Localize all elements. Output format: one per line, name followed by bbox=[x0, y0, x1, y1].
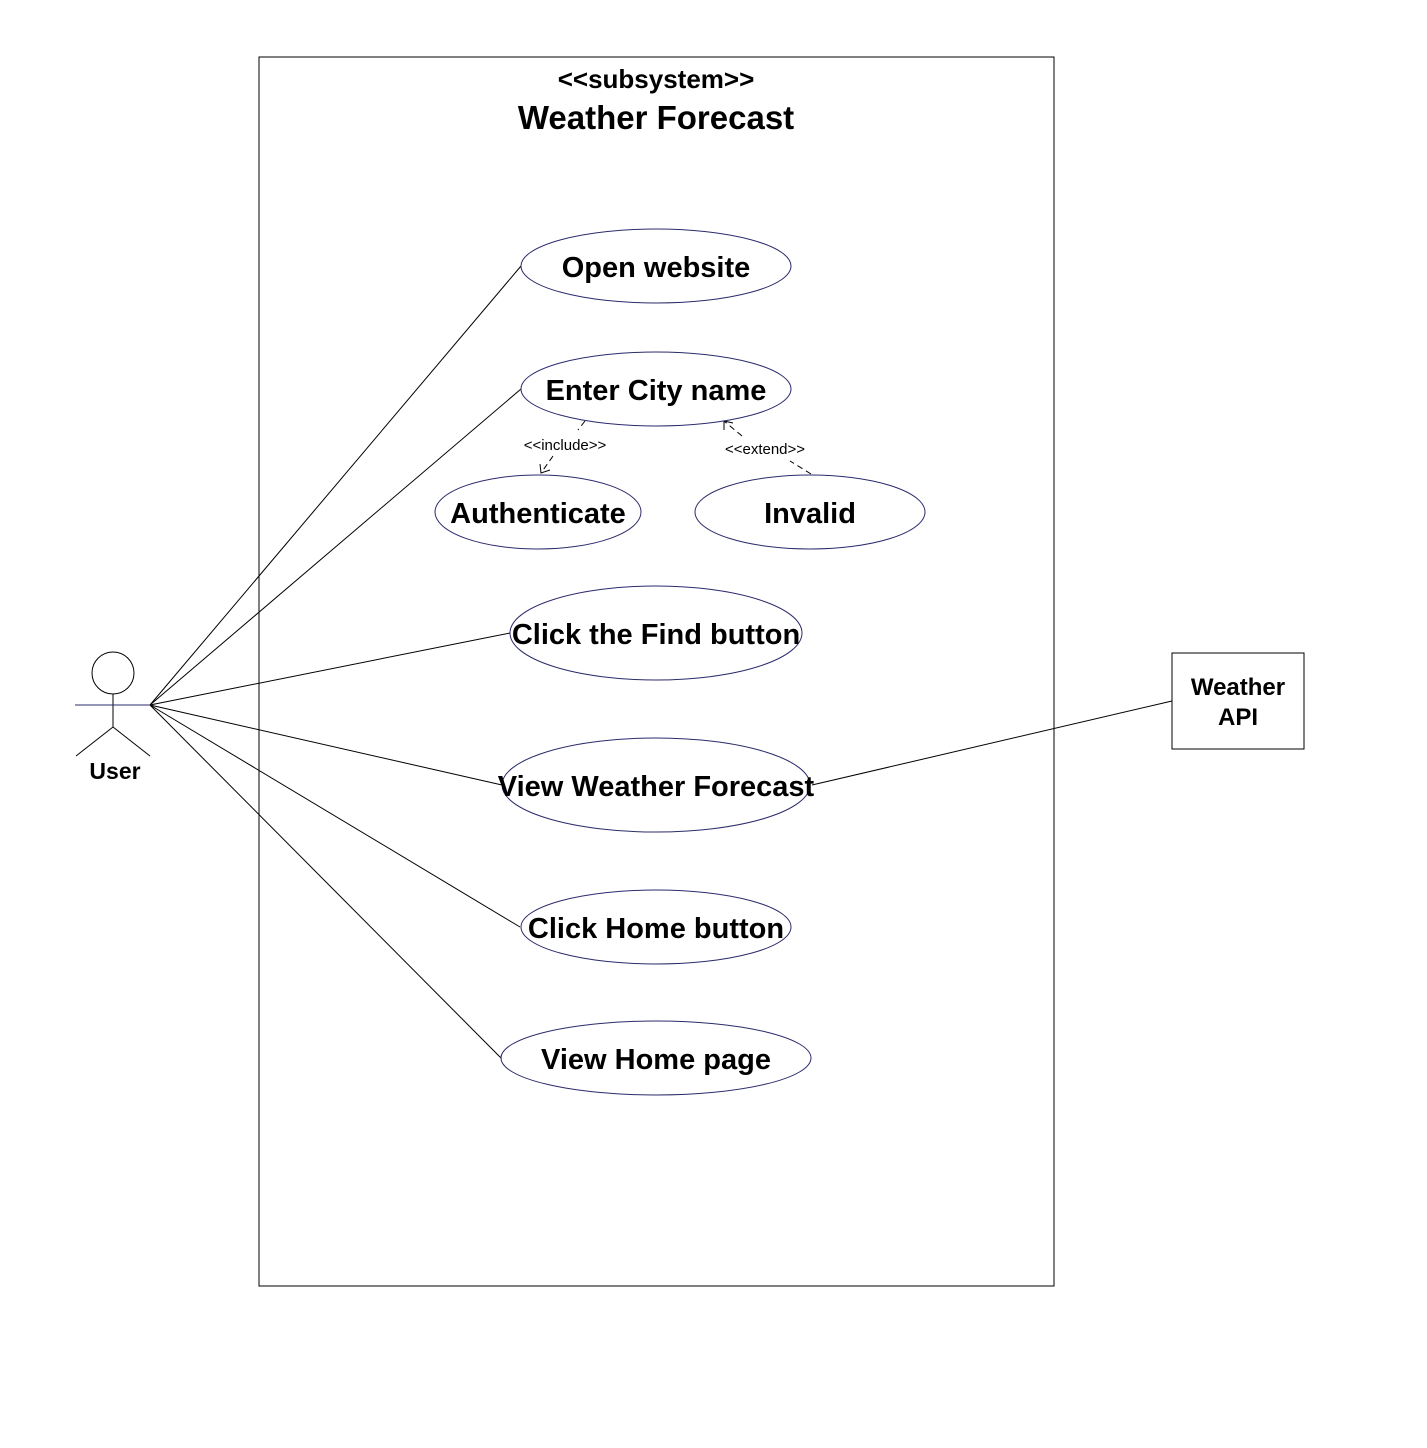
use-case-view-weather-forecast-label: View Weather Forecast bbox=[498, 771, 815, 803]
use-case-authenticate-label: Authenticate bbox=[450, 498, 626, 530]
use-case-invalid-label: Invalid bbox=[764, 498, 856, 530]
use-case-authenticate: Authenticate bbox=[434, 474, 642, 550]
subsystem-title: Weather Forecast bbox=[518, 99, 794, 136]
weather-api-actor bbox=[1171, 652, 1305, 750]
use-case-click-find-button: Click the Find button bbox=[509, 585, 803, 681]
user-actor-head bbox=[91, 651, 135, 695]
association-view-home bbox=[149, 704, 502, 1059]
use-case-open-website-label: Open website bbox=[562, 252, 751, 284]
use-case-click-home-button-label: Click Home button bbox=[528, 913, 784, 945]
use-case-enter-city-name: Enter City name bbox=[520, 351, 792, 427]
use-case-click-find-button-label: Click the Find button bbox=[512, 619, 800, 651]
association-click-home bbox=[149, 704, 521, 928]
include-arrowhead bbox=[539, 463, 551, 474]
use-case-view-home-page: View Home page bbox=[500, 1020, 812, 1096]
use-case-open-website: Open website bbox=[520, 228, 792, 304]
use-case-invalid: Invalid bbox=[694, 474, 926, 550]
include-label: <<include>> bbox=[524, 437, 607, 454]
use-case-view-weather-forecast: View Weather Forecast bbox=[498, 737, 815, 833]
association-enter-city bbox=[149, 388, 522, 706]
subsystem-boundary bbox=[258, 56, 1055, 1287]
include-relationship bbox=[539, 420, 586, 474]
use-case-enter-city-name-label: Enter City name bbox=[546, 375, 767, 407]
extend-label: <<extend>> bbox=[725, 441, 805, 458]
use-case-click-home-button: Click Home button bbox=[520, 889, 792, 965]
user-actor-left-leg bbox=[75, 726, 114, 757]
user-actor-right-leg bbox=[112, 726, 151, 757]
use-case-view-home-page-label: View Home page bbox=[541, 1044, 771, 1076]
weather-api-label-line2: API bbox=[1218, 704, 1258, 731]
subsystem-stereotype: <<subsystem>> bbox=[558, 64, 755, 94]
association-weather-api bbox=[811, 700, 1173, 786]
association-view-forecast bbox=[149, 704, 503, 786]
weather-api-label-line1: Weather bbox=[1191, 674, 1285, 701]
association-click-find bbox=[149, 632, 511, 706]
user-actor bbox=[75, 651, 151, 757]
user-actor-label: User bbox=[89, 758, 140, 784]
user-associations bbox=[149, 265, 1173, 1059]
association-open-website bbox=[149, 265, 522, 706]
